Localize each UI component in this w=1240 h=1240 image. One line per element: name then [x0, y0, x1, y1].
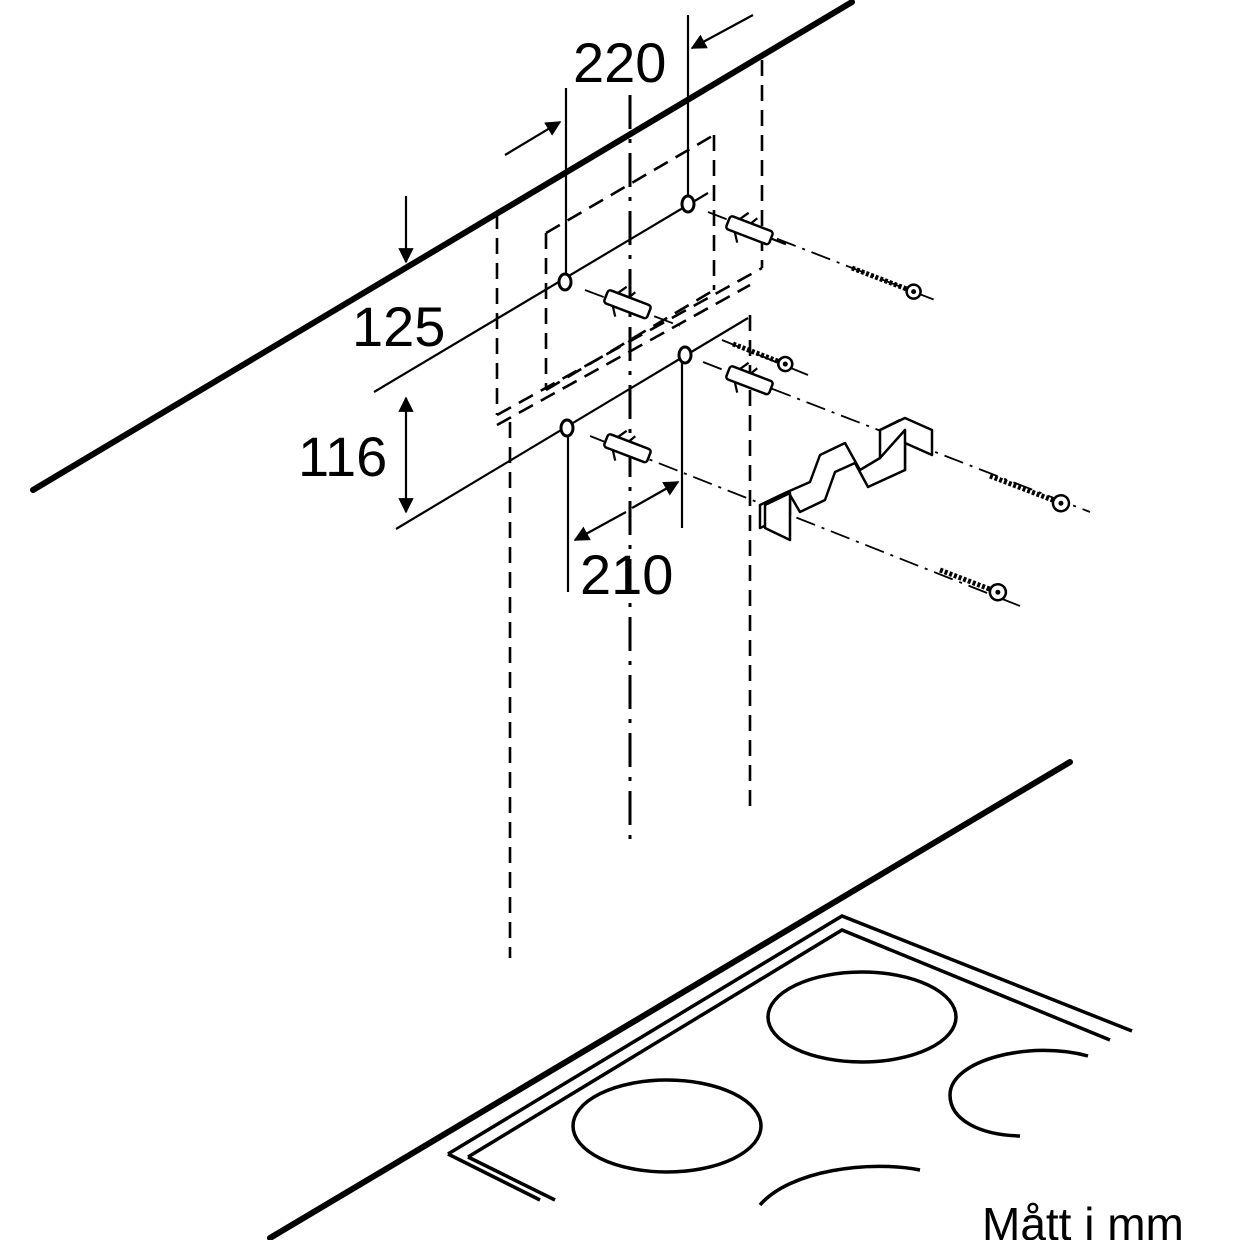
cooktop-burner-icon: [948, 1048, 1089, 1138]
drill-holes: [557, 194, 696, 438]
wall-plug-icon: [725, 211, 787, 246]
dimension-arrows: [398, 14, 754, 541]
hole-lines: [373, 192, 749, 530]
screw-icon: [939, 567, 1008, 602]
screw-icon: [732, 341, 794, 373]
wall-plug-icon: [725, 361, 774, 396]
dimension-220-label: 220: [573, 31, 666, 94]
cooktop-burner-icon: [758, 1164, 921, 1207]
wall-plug-icon: [603, 285, 652, 320]
mounting-bracket-icon: [758, 416, 934, 542]
cooktop: [447, 914, 1133, 1202]
units-caption: Mått i mm: [982, 1198, 1184, 1240]
screw-icon: [851, 265, 922, 300]
worktop-edge: [267, 759, 1073, 1240]
cooktop-burner-icon: [766, 970, 958, 1064]
ceiling-edge: [30, 0, 855, 493]
dimension-210-label: 210: [580, 543, 673, 606]
dimension-116-label: 116: [298, 425, 387, 488]
dimension-125-label: 125: [352, 295, 445, 358]
extension-lines: [564, 15, 690, 592]
wall-plug-icon: [603, 429, 652, 464]
cooktop-burner-icon: [571, 1078, 763, 1174]
screw-icon: [989, 473, 1071, 513]
